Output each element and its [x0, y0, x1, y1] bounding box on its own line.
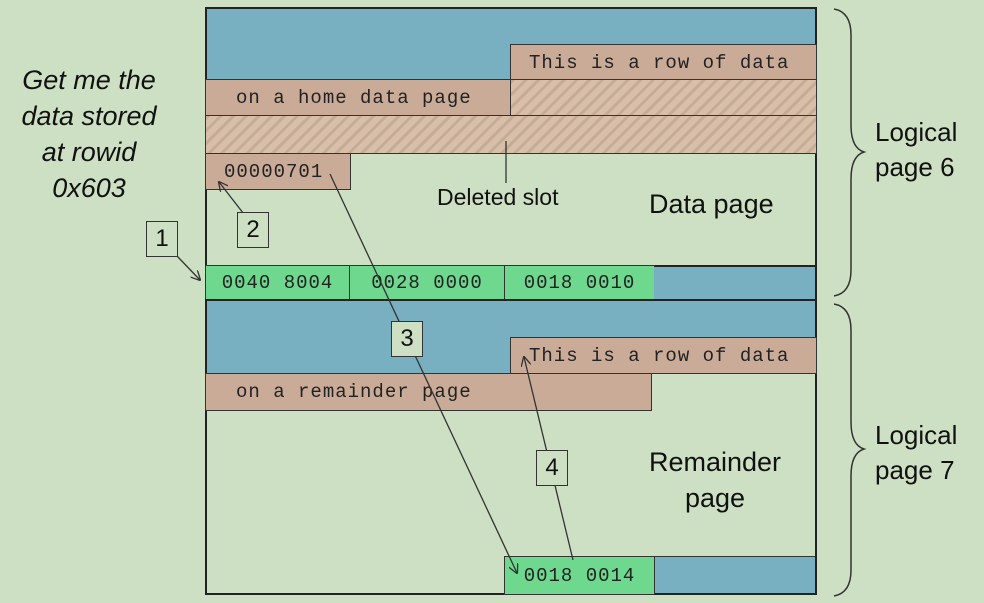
remainder-row-fragment-1: This is a row of data	[510, 337, 817, 374]
slot-offset-text: 0040 8004	[221, 272, 334, 294]
hatched-unused-space	[510, 79, 817, 117]
row-fragment-2: on a home data page	[205, 79, 512, 117]
row-text: on a home data page	[236, 87, 472, 109]
slot-array-free	[654, 267, 815, 299]
request-line: at rowid	[41, 137, 137, 167]
request-text: Get me the data stored at rowid 0x603	[0, 62, 178, 206]
forward-pointer-record: 00000701	[205, 153, 351, 190]
arrow-step-1	[176, 255, 200, 280]
slot-offset-text: 0018 0014	[523, 564, 636, 587]
step-label-3: 3	[391, 321, 423, 357]
remainder-slot-free	[654, 556, 815, 593]
request-line: 0x603	[52, 173, 126, 203]
deleted-slot-label: Deleted slot	[437, 184, 559, 210]
row-text: This is a row of data	[529, 344, 790, 367]
label-line: Logical	[875, 117, 958, 147]
step-label-2: 2	[237, 212, 269, 248]
slot-offset-0: 0040 8004	[205, 265, 350, 301]
brace-page-6	[833, 8, 867, 297]
remainder-row-fragment-2: on a remainder page	[205, 373, 652, 411]
label-line: page 7	[875, 455, 955, 485]
arrow-step-3	[329, 173, 517, 573]
label-line: Logical	[875, 420, 958, 450]
brace-page-7	[833, 303, 867, 597]
row-text: on a remainder page	[236, 381, 472, 403]
logical-page-6-label: Logical page 6	[875, 115, 957, 185]
logical-page-7-label: Logical page 7	[875, 418, 957, 488]
deleted-slot	[205, 115, 817, 154]
row-text: This is a row of data	[529, 51, 790, 74]
label-line: page	[684, 483, 746, 513]
slot-offset-text: 0018 0010	[523, 272, 636, 294]
label-line: page 6	[875, 152, 955, 182]
remainder-slot-offset-0: 0018 0014	[504, 556, 655, 595]
request-line: Get me the	[22, 65, 156, 95]
step-label-4: 4	[536, 450, 568, 486]
remainder-page-label: Remainder page	[630, 444, 800, 516]
request-line: data stored	[21, 101, 157, 131]
forward-pointer-value: 00000701	[224, 160, 324, 183]
slot-offset-2: 0018 0010	[504, 265, 655, 301]
label-line: Remainder	[648, 447, 782, 477]
step-label-1: 1	[146, 221, 178, 257]
data-page-label: Data page	[649, 189, 774, 219]
